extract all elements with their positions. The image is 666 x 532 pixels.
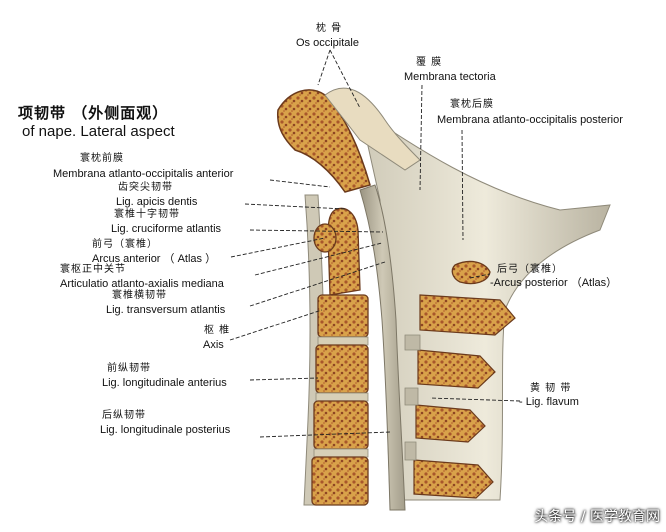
label-lig-long-posterius-la: Lig. longitudinale posterius [100, 424, 231, 436]
ligamentum-flavum [404, 441, 417, 461]
occipital-bone [276, 89, 371, 193]
label-os-occipitale-zh: 枕 骨 [316, 23, 343, 34]
label-membrana-ao-anterior-la: Membrana atlanto-occipitalis anterior [53, 168, 234, 180]
ligamentum-flavum [404, 334, 421, 351]
label-os-occipitale-la: Os occipitale [296, 37, 359, 49]
spinous-process [413, 459, 494, 499]
label-lig-long-anterius-zh: 前纵韧带 [107, 363, 151, 374]
title-en: of nape. Lateral aspect [22, 123, 175, 140]
vertebral-body-c5 [311, 456, 369, 506]
label-lig-transversum-la: Lig. transversum atlantis [106, 304, 226, 316]
label-axis-zh: 枢 椎 [204, 325, 231, 336]
vertebral-body-c4 [313, 400, 369, 450]
label-lig-long-posterius-zh: 后纵韧带 [102, 410, 146, 421]
intervertebral-disc [317, 336, 369, 346]
label-membrana-tectoria-la: Membrana tectoria [404, 71, 496, 83]
label-art-atlanto-axialis-zh: 寰枢正中关节 [60, 264, 126, 275]
label-lig-apicis-dentis-la: Lig. apicis dentis [116, 196, 198, 208]
spinous-process [415, 404, 486, 443]
vertebral-body-c3 [315, 344, 369, 394]
label-lig-cruciforme-zh: 寰椎十字韧带 [114, 209, 180, 220]
label-membrana-ao-posterior-la: Membrana atlanto-occipitalis posterior [437, 114, 623, 126]
label-art-atlanto-axialis-la: Articulatio atlanto-axialis mediana [60, 278, 224, 290]
label-lig-apicis-dentis-zh: 齿突尖韧带 [118, 182, 173, 193]
atlas-posterior-arch [451, 260, 491, 285]
leader-lines [229, 49, 521, 438]
spinous-process [419, 294, 516, 336]
watermark: 头条号 / 医学教育网 [534, 509, 660, 525]
label-axis-la: Axis [203, 339, 224, 351]
spinal-canal [359, 184, 406, 511]
atlas-anterior-arch [313, 223, 337, 253]
label-membrana-ao-posterior-zh: 寰枕后膜 [450, 99, 494, 110]
label-membrana-ao-anterior-zh: 寰枕前膜 [80, 153, 124, 164]
label-lig-cruciforme-la: Lig. cruciforme atlantis [111, 223, 222, 235]
label-arcus-anterior-la: Arcus anterior （ Atlas ） [92, 253, 217, 265]
vertebral-body-c2 [317, 294, 369, 338]
label-lig-flavum-la: - Lig. flavum [519, 396, 579, 408]
ligamentum-flavum [404, 387, 419, 406]
intervertebral-disc [313, 448, 369, 458]
label-lig-long-anterius-la: Lig. longitudinale anterius [102, 377, 227, 389]
label-arcus-posterior-la: -Arcus posterior （Atlas） [490, 277, 618, 289]
label-arcus-anterior-zh: 前弓（寰椎） [92, 239, 158, 250]
occipital-bone-posterior [324, 87, 421, 171]
label-arcus-posterior-zh: 后弓（寰椎） [497, 264, 563, 275]
label-membrana-tectoria-zh: 覆 膜 [416, 57, 443, 68]
spinous-process [417, 349, 496, 389]
label-lig-transversum-zh: 寰椎横韧带 [112, 290, 167, 301]
title-zh: 项韧带 （外侧面观） [18, 104, 169, 122]
label-lig-flavum-zh: 黄 韧 带 [530, 383, 572, 394]
dens-axis [327, 207, 361, 296]
intervertebral-disc [315, 392, 369, 402]
